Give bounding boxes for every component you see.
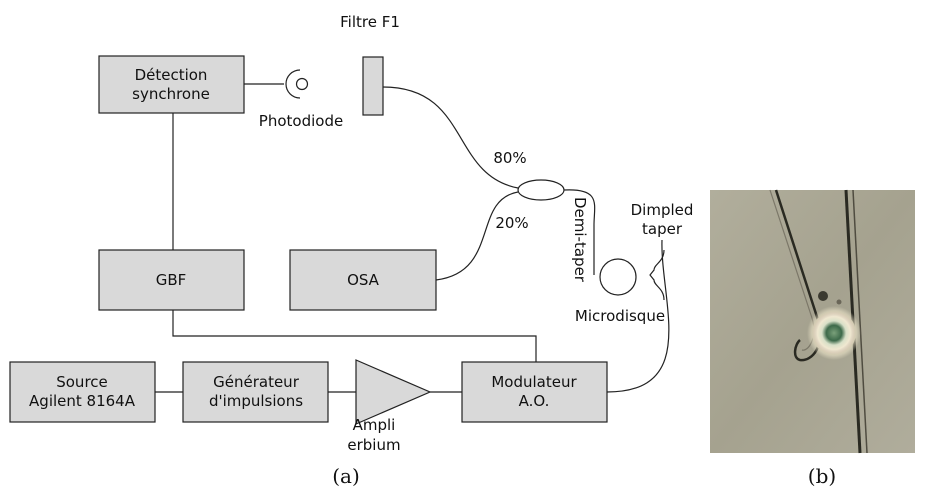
generateur-label-line1: Générateur [213, 373, 300, 391]
ratio-80-label: 80% [493, 149, 526, 167]
particle [836, 299, 842, 305]
box-osa: OSA [289, 249, 437, 311]
osa-label: OSA [347, 271, 380, 289]
microdisque-label: Microdisque [575, 307, 665, 325]
connections [155, 83, 670, 393]
ratio-20-label: 20% [495, 214, 528, 232]
detection-label-line1: Détection [135, 66, 208, 84]
fiber-demi-taper [563, 189, 596, 275]
generateur-label-line2: d'impulsions [209, 392, 303, 410]
filter-icon [362, 56, 384, 116]
photodiode-icon [285, 69, 301, 99]
microdisk-halo [807, 306, 861, 360]
box-modulateur: Modulateur A.O. [461, 361, 608, 423]
box-generateur: Générateur d'impulsions [182, 361, 329, 423]
demi-taper-label: Demi-taper [571, 197, 589, 283]
fiber-filtre-coupler [382, 86, 519, 189]
box-gbf: GBF [98, 249, 245, 311]
photodiode-label: Photodiode [259, 112, 343, 130]
photodiode: Photodiode [259, 69, 343, 130]
modulateur-label-line1: Modulateur [491, 373, 577, 391]
ampli-erbium: Ampli erbium [347, 359, 432, 454]
fiber-osa-coupler [435, 191, 519, 281]
filtre-label: Filtre F1 [340, 13, 400, 31]
photo-b: (b) [710, 189, 915, 488]
modulateur-label-line2: A.O. [519, 392, 550, 410]
diagram-a: Détection synchrone GBF OSA Source Agile… [9, 13, 694, 488]
detection-label-line2: synchrone [132, 85, 210, 103]
particle [818, 291, 828, 301]
microdisk-icon [599, 258, 637, 296]
source-label-line1: Source [56, 373, 108, 391]
amplifier-triangle-icon [355, 359, 432, 425]
taper-fiber-right-edge [852, 189, 868, 454]
box-detection-synchrone: Détection synchrone [98, 55, 245, 114]
filtre-f1: Filtre F1 [340, 13, 400, 116]
dimple-shape [649, 249, 665, 301]
ampli-label-line1: Ampli [353, 416, 396, 434]
wire-gbf-modulateur [172, 310, 537, 362]
caption-a: (a) [332, 464, 360, 488]
microdisque: Microdisque [575, 258, 665, 325]
gbf-label: GBF [156, 271, 187, 289]
caption-b: (b) [808, 464, 836, 488]
ampli-label-line2: erbium [347, 436, 400, 454]
dimpled-label-line1: Dimpled [631, 201, 694, 219]
coupler: 80% 20% [493, 149, 565, 232]
source-label-line2: Agilent 8164A [29, 392, 136, 410]
photodiode-detector-icon [295, 77, 309, 91]
coupler-icon [517, 179, 565, 201]
dimpled-label-line2: taper [642, 220, 683, 238]
box-source: Source Agilent 8164A [9, 361, 156, 423]
fiber-dimpled-taper [606, 239, 670, 393]
